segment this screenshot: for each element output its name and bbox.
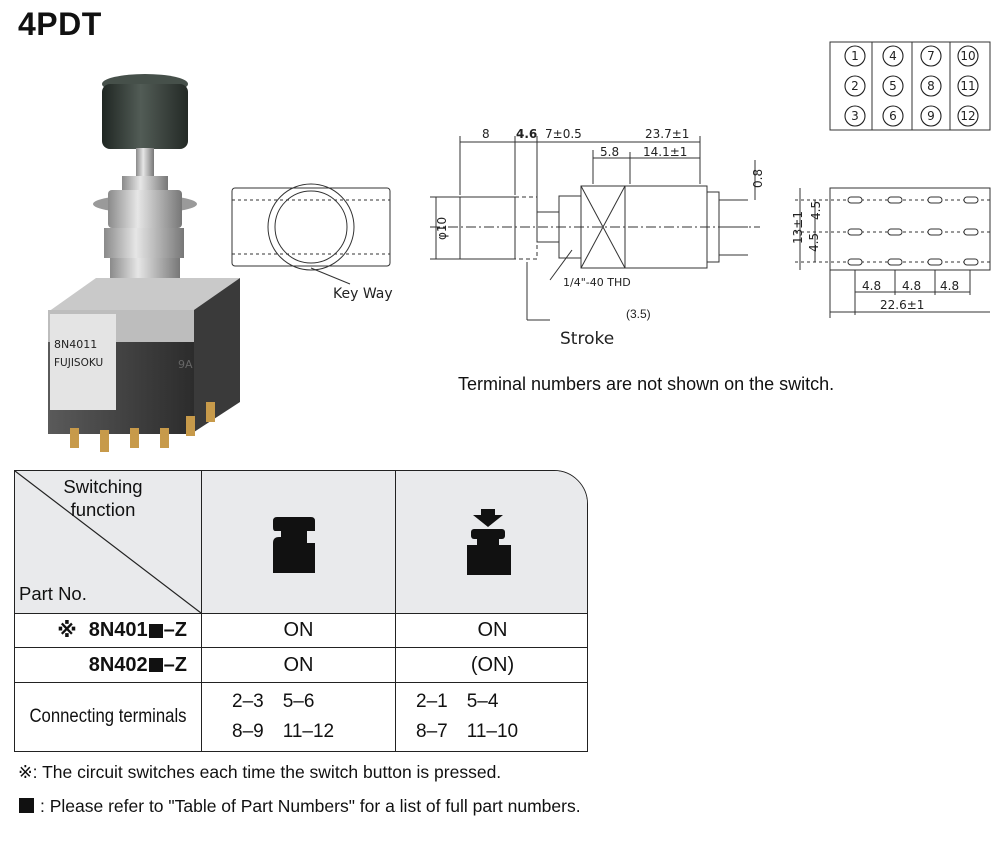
terminal-7: 7 xyxy=(927,49,935,63)
part-no-label: Part No. xyxy=(19,583,87,604)
released-position-icon xyxy=(273,517,315,573)
note-alternate-action: ※: The circuit switches each time the sw… xyxy=(18,762,502,782)
switching-table: Switching function Part No. ※ 8N401–Z ON… xyxy=(14,470,588,752)
pitch-4-8-c: 4.8 xyxy=(940,279,959,293)
switch-photo: 8N4011 FUJISOKU 9A xyxy=(48,74,240,452)
part-number-8n402: 8N402–Z xyxy=(88,653,187,676)
terminal-6: 6 xyxy=(889,109,897,123)
page-title: 4PDT xyxy=(18,6,102,42)
terminal-12: 12 xyxy=(960,109,975,123)
dim-13: 13±1 xyxy=(791,211,805,244)
connecting-terminals-label: Connecting terminals xyxy=(29,706,187,727)
row2-pressed-state: (ON) xyxy=(470,653,515,676)
variant-square-icon xyxy=(148,623,163,638)
part-number-8n401: ※ 8N401–Z xyxy=(57,619,187,642)
dim-14-1: 14.1±1 xyxy=(643,145,687,159)
dim-5-8: 5.8 xyxy=(600,145,619,159)
terminal-8: 8 xyxy=(927,79,935,93)
note-part-numbers: : Please refer to "Table of Part Numbers… xyxy=(18,794,598,819)
dimension-drawing: 1 4 7 10 2 5 8 11 3 6 9 12 8 4.6 7±0.5 2… xyxy=(231,41,991,321)
terminal-4: 4 xyxy=(889,49,897,63)
photo-model: 8N4011 xyxy=(54,338,97,351)
row2-released-state: ON xyxy=(283,653,314,676)
dim-23-7: 23.7±1 xyxy=(645,127,689,141)
stroke-value: (3.5) xyxy=(626,307,651,321)
photo-brand: FUJISOKU xyxy=(54,357,103,369)
terminal-2: 2 xyxy=(851,79,859,93)
terminal-11: 11 xyxy=(960,79,975,93)
dim-22-6: 22.6±1 xyxy=(880,298,924,312)
variant-square-icon xyxy=(148,658,163,672)
row1-released-state: ON xyxy=(283,619,314,641)
dim-0-8: 0.8 xyxy=(751,169,765,188)
dim-7: 7±0.5 xyxy=(545,127,582,141)
terminal-5: 5 xyxy=(889,79,897,93)
stroke-label: Stroke xyxy=(560,329,615,349)
photo-mark: 9A xyxy=(178,358,193,371)
variant-square-icon xyxy=(19,798,34,813)
pitch-4-8-b: 4.8 xyxy=(902,279,921,293)
connecting-pressed: 2–1 5–4 8–7 11–10 xyxy=(416,691,519,742)
pitch-4-8-a: 4.8 xyxy=(862,279,881,293)
thread-label: 1/4"-40 THD xyxy=(563,276,631,289)
terminal-1: 1 xyxy=(851,49,859,63)
pressed-position-icon xyxy=(467,509,511,575)
key-way-label: Key Way xyxy=(333,286,393,302)
dim-8: 8 xyxy=(482,127,490,141)
dim-phi10: φ10 xyxy=(435,217,449,240)
terminal-9: 9 xyxy=(927,109,935,123)
row1-pressed-state: ON xyxy=(477,619,508,641)
terminal-10: 10 xyxy=(960,49,975,63)
terminal-note: Terminal numbers are not shown on the sw… xyxy=(458,374,835,394)
header-diagonal xyxy=(15,471,201,613)
terminal-3: 3 xyxy=(851,109,859,123)
switching-function-label: Switching function xyxy=(63,476,143,520)
dim-4-6: 4.6 xyxy=(516,127,537,141)
dim-4-5-b: 4.5 xyxy=(807,233,821,252)
connecting-released: 2–3 5–6 8–9 11–12 xyxy=(232,691,335,742)
dim-4-5-a: 4.5 xyxy=(809,201,823,220)
